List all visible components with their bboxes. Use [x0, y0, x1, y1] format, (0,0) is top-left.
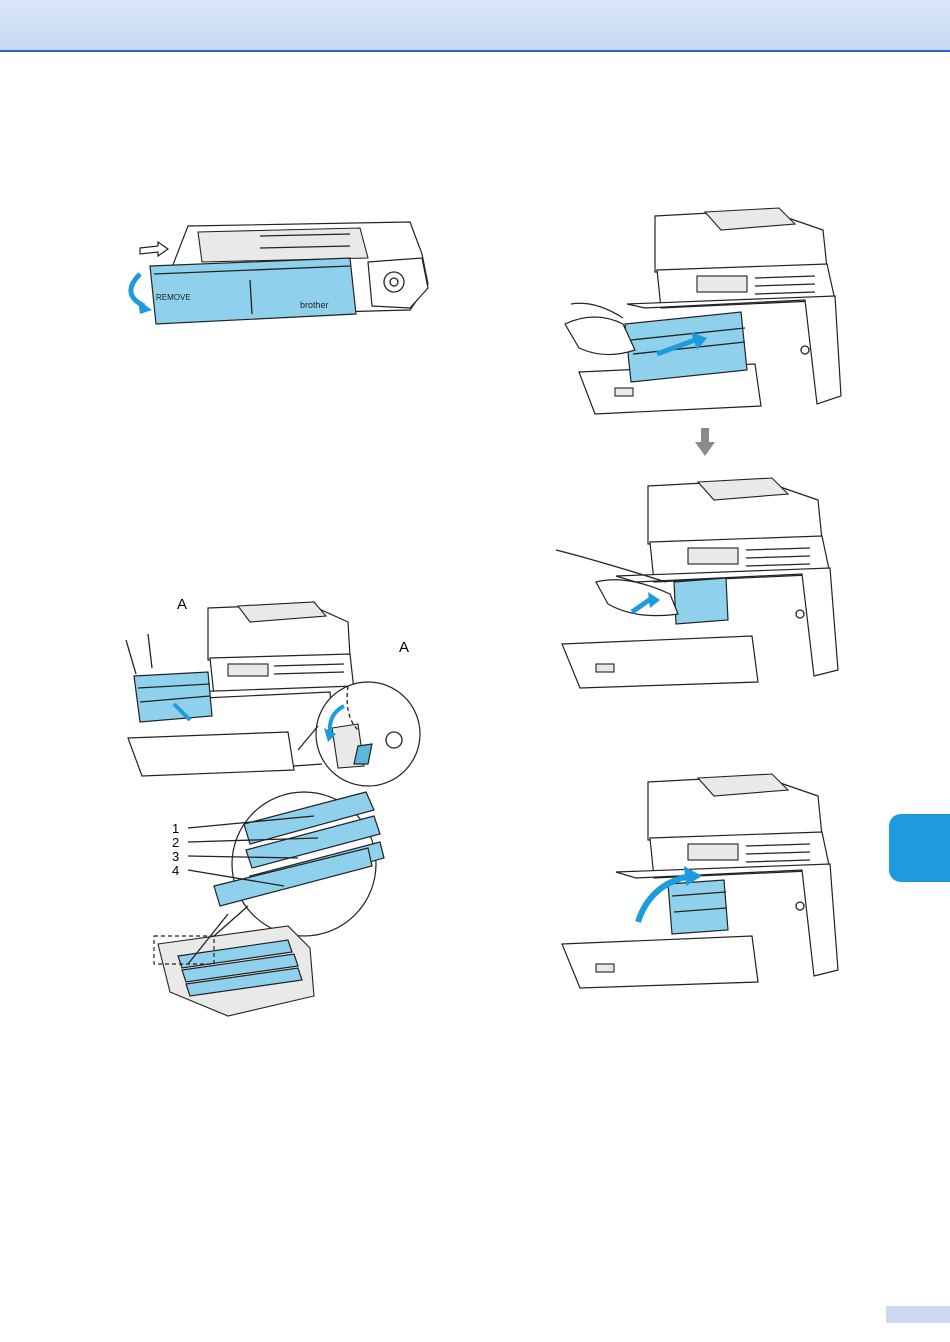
callout-a-detail: A [399, 640, 409, 655]
drum-release-illustration [118, 596, 428, 1024]
callout-3: 3 [172, 850, 179, 863]
cover-label-brand: brother [300, 300, 329, 310]
page-number-tab [886, 1306, 950, 1323]
callout-2: 2 [172, 836, 179, 849]
drum-lock-lever-illustration [556, 470, 846, 692]
callout-4: 4 [172, 864, 179, 877]
step-down-arrow-icon [695, 428, 715, 458]
page-header-band [0, 0, 950, 52]
cover-label-remove: REMOVE [156, 293, 191, 302]
callout-a-top: A [177, 597, 187, 612]
callout-1: 1 [172, 822, 179, 835]
drum-reinsert-illustration [556, 766, 846, 992]
drum-pull-out-illustration [565, 200, 855, 422]
chapter-tab [889, 814, 950, 882]
drum-cover-illustration: REMOVE brother [110, 218, 440, 328]
